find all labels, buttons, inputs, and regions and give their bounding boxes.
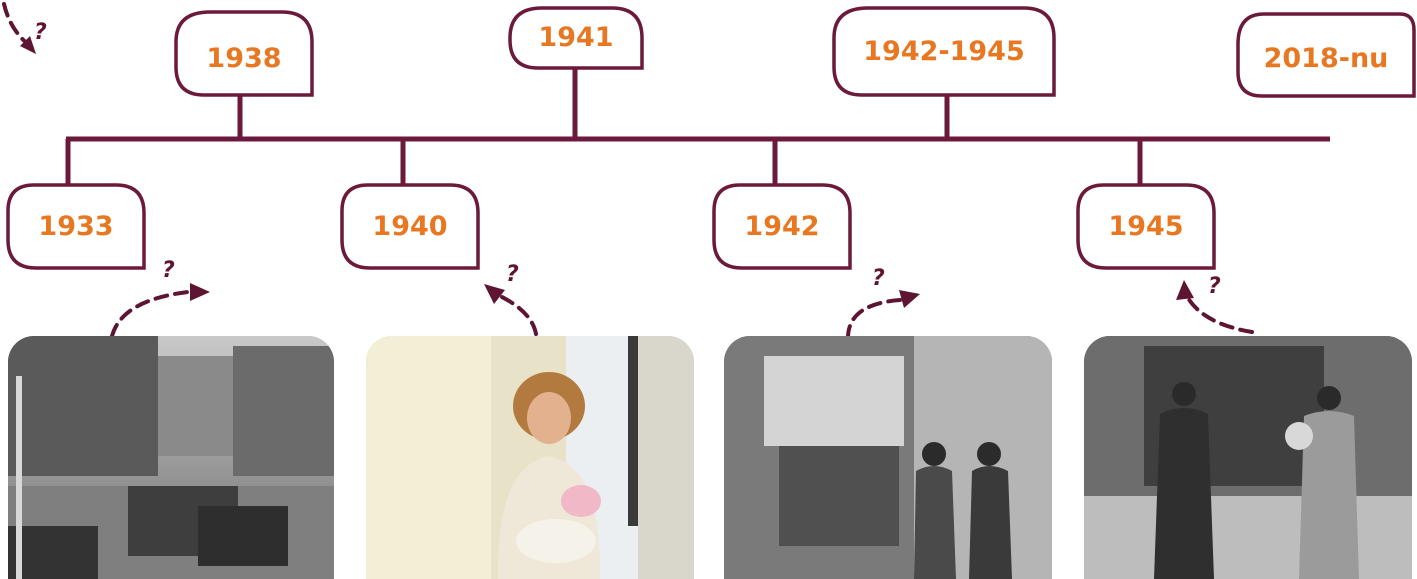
dashed-arrow-2 [498, 294, 538, 336]
photo-woman-holding-doll [366, 336, 694, 579]
year-label-1945: 1945 [1108, 211, 1184, 242]
arrowhead-3 [899, 290, 920, 308]
year-label-2018-nu: 2018-nu [1263, 43, 1389, 74]
year-label-1942-1945: 1942-1945 [863, 36, 1025, 67]
dashed-arrow-3 [846, 298, 902, 340]
photo-train-wagon [1084, 336, 1412, 579]
year-box-1940 [340, 183, 480, 270]
question-mark-1: ? [162, 258, 175, 283]
arrowhead-2 [484, 284, 505, 304]
year-box-1938 [174, 10, 314, 97]
photo-broken-shop-window [724, 336, 1052, 579]
year-box-1942-1945 [832, 6, 1056, 97]
question-mark-3: ? [872, 266, 885, 291]
year-label-1938: 1938 [206, 43, 282, 74]
year-box-1942 [712, 183, 852, 270]
year-label-1940: 1940 [372, 211, 448, 242]
question-mark-4: ? [1208, 274, 1221, 299]
year-label-1933: 1933 [38, 211, 114, 242]
dashed-arrow-1 [110, 290, 190, 338]
year-label-1942: 1942 [744, 211, 820, 242]
dashed-arrow-topleft [2, 2, 32, 48]
arrowhead-topleft [20, 36, 36, 54]
year-box-2018-nu [1236, 12, 1416, 98]
question-mark-topleft: ? [34, 20, 47, 45]
year-box-1945 [1076, 183, 1216, 270]
year-box-1941 [508, 6, 644, 70]
year-box-1933 [6, 183, 146, 270]
arrowhead-1 [190, 283, 210, 301]
photo-street-military-trucks [8, 336, 334, 579]
year-label-1941: 1941 [538, 22, 614, 53]
arrowhead-4 [1176, 280, 1194, 300]
dashed-arrow-4 [1186, 296, 1254, 334]
question-mark-2: ? [506, 262, 519, 287]
